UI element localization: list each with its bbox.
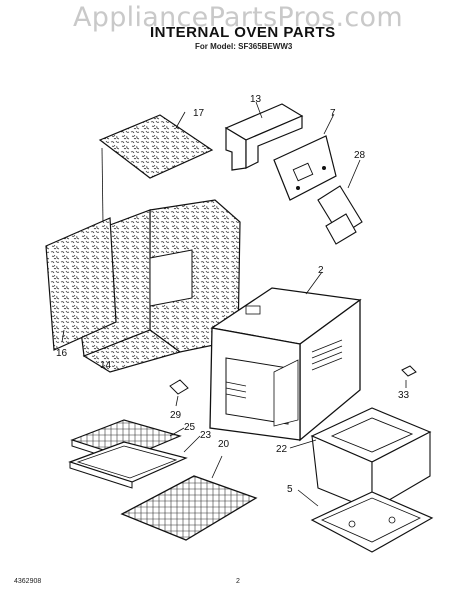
part-29-clip [169,379,189,407]
callout-23: 23 [200,430,212,441]
part-28-bracket [317,159,363,245]
part-33-plug [401,365,417,388]
part-16-insulation-panel [45,217,117,351]
part-2-oven-liner [209,271,362,442]
part-7-baffle [273,113,337,201]
callout-25: 25 [184,422,196,433]
part-13-vent-duct [224,101,304,171]
part-23-broiler-pan [68,435,201,489]
watermark: AppliancePartsPros.com [73,2,403,33]
callout-13: 13 [250,94,262,105]
callout-5: 5 [287,484,293,495]
callout-29: 29 [170,410,182,421]
part-20-oven-rack [120,455,258,541]
callout-14: 14 [100,360,112,371]
callout-16: 16 [56,348,68,359]
callout-17: 17 [193,108,205,119]
callout-2: 2 [318,265,324,276]
callout-7: 7 [330,108,336,119]
callout-33: 33 [398,390,410,401]
part-5-bottom-pan [297,489,434,553]
callout-28: 28 [354,150,366,161]
model-line: For Model: SF365BEWW3 [195,42,293,51]
callout-22: 22 [276,444,288,455]
callout-20: 20 [218,439,230,450]
page-number: 2 [236,578,240,585]
diagram-title: INTERNAL OVEN PARTS [150,24,336,41]
part-17-insulation-pad [98,111,214,179]
doc-number: 4362908 [14,578,42,585]
